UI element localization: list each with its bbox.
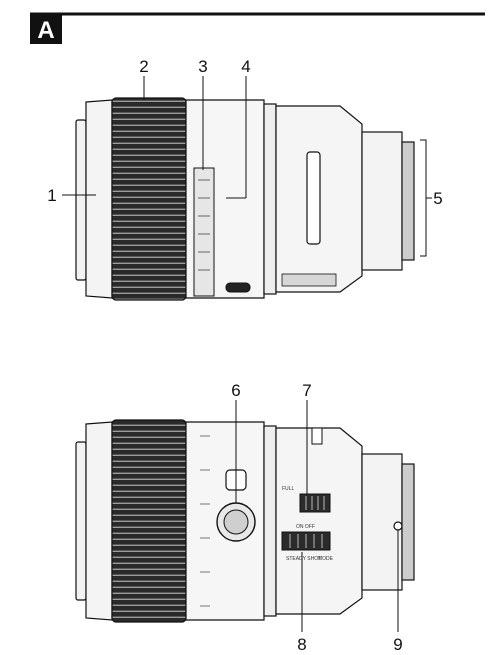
callout-6: 6 — [231, 381, 240, 400]
switch-label-on-off: ON OFF — [296, 524, 315, 530]
callout-2: 2 — [139, 57, 148, 76]
lens-hood-mount — [75, 119, 87, 281]
zoom-lock-switch — [225, 282, 251, 293]
lens-divider-ring — [263, 103, 277, 295]
lens-divider-ring-2 — [263, 425, 277, 617]
focus-ring — [111, 97, 187, 301]
callout-lines-bottom — [235, 400, 399, 632]
callout-4: 4 — [241, 57, 250, 76]
panel-letter-box — [30, 14, 62, 44]
focus-ring-2 — [111, 419, 187, 623]
lens-side-view: FULL ON OFF STEADY SHOT MODE — [75, 419, 415, 623]
lens-mount-barrel-2 — [361, 453, 403, 591]
focus-range-switch — [299, 493, 331, 513]
panel-letter: A — [37, 17, 54, 44]
lens-top-view — [75, 97, 415, 301]
lens-mount-barrel — [361, 131, 403, 271]
mount-contacts-2 — [401, 463, 415, 581]
switch-label-full: FULL — [282, 486, 294, 492]
callout-9: 9 — [393, 635, 402, 654]
switch-label-steady-shot: STEADY SHOT — [286, 556, 321, 562]
callout-5: 5 — [433, 189, 442, 208]
mounting-index — [393, 521, 403, 531]
callout-7: 7 — [302, 381, 311, 400]
distance-scale-window — [193, 167, 215, 297]
focus-hold-button-center — [223, 509, 249, 535]
panel-header: A — [30, 12, 485, 44]
index-notch — [311, 427, 323, 445]
callout-8: 8 — [297, 635, 306, 654]
switch-block — [281, 273, 337, 287]
mount-contacts — [401, 141, 415, 261]
rear-barrel-2 — [275, 427, 363, 615]
switch-label-mode: MODE — [318, 556, 334, 562]
front-barrel — [85, 99, 113, 299]
front-barrel-2 — [85, 421, 113, 621]
lens-hood-mount-2 — [75, 441, 87, 601]
tripod-collar-slot — [306, 151, 321, 245]
callout-1: 1 — [47, 186, 56, 205]
callout-lines-top — [62, 76, 432, 257]
callout-labels: 1 2 3 4 5 6 7 8 9 — [47, 57, 442, 654]
callout-3: 3 — [198, 57, 207, 76]
distance-scale-marks — [198, 179, 210, 271]
focal-length-marks — [200, 435, 210, 607]
